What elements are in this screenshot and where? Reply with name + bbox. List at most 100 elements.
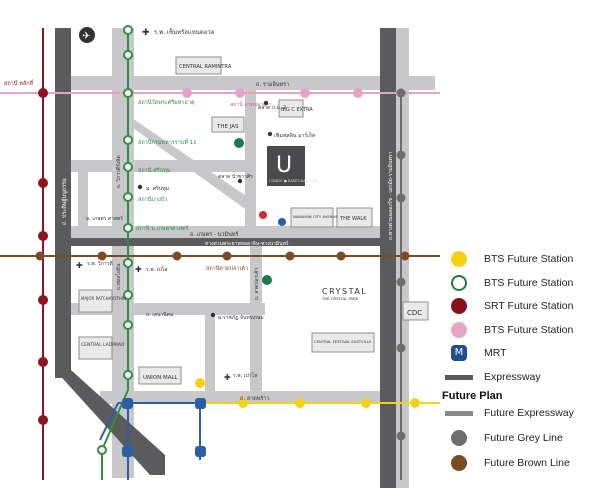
market-km2-label: ตลาด ก.ม. 2 — [258, 105, 286, 111]
srt-lat-pla-khao-label: สถานีลาดปลาเค้า — [206, 265, 248, 272]
green-station — [123, 290, 133, 300]
srt-station — [38, 231, 48, 241]
grey-stations — [396, 88, 406, 441]
bts-yellow-swatch — [440, 248, 476, 270]
legend-label: Future Brown Line — [484, 457, 570, 469]
yellow-station — [410, 398, 420, 408]
starbucks-icon — [262, 275, 272, 285]
road-ramintra — [60, 76, 435, 90]
brown-station — [222, 251, 232, 261]
green-station — [123, 25, 133, 35]
bts-sripatum-label: สถานี ศรีปทุม — [138, 167, 171, 174]
hospital-vibhavadi-label: ร.พ. วิภาวดี — [87, 260, 113, 267]
grey-station — [396, 277, 406, 287]
mrt-station — [122, 446, 133, 457]
the-jas-label: THE JAS — [216, 124, 239, 130]
the-walk-box — [336, 207, 373, 228]
cdc-label: CDC — [407, 309, 422, 317]
legend-label: Expressway — [484, 370, 541, 383]
grey-station — [396, 193, 406, 203]
crystal-sub-label: THE CRYSTAL PARK — [321, 296, 359, 301]
green-station — [123, 88, 133, 98]
road-diagonal — [122, 118, 255, 214]
big-c-label: BIG C EXTRA — [281, 107, 313, 113]
green-station — [123, 162, 133, 172]
legend-label: BTS Future Station — [484, 276, 574, 289]
hospital-icon: ✚ — [142, 28, 150, 38]
hospital-icon: ✚ — [135, 265, 142, 274]
srt-stations — [38, 88, 48, 425]
green-station — [123, 192, 133, 202]
cdc-box — [402, 301, 429, 321]
road-vibhavadi-label: ถ. วิภาวดีรังสิต — [115, 155, 122, 188]
brown-station — [285, 251, 295, 261]
expressway-left-diag — [55, 370, 165, 475]
u-condo-box — [267, 146, 305, 186]
green-station — [123, 258, 133, 268]
green-station — [123, 320, 133, 330]
brown-station — [400, 251, 410, 261]
mrt-stations — [122, 398, 206, 457]
yellow-station — [361, 398, 371, 408]
bts-kaset-label: สถานี ม.เกษตรศาสตร์ — [136, 225, 189, 232]
green-station — [123, 370, 133, 380]
bts-green-line — [101, 28, 129, 480]
srt-station — [38, 295, 48, 305]
expressway-label: ทางด่วนพระยาพหลยาธิน-ทางนวมินทร์ — [205, 240, 289, 247]
mrt-swatch: M — [440, 342, 476, 364]
srt-laksi-label: สถานี หลักสี่ — [4, 79, 34, 87]
point-marker — [210, 312, 216, 318]
srt-station — [38, 357, 48, 367]
bts-pink-swatch — [440, 319, 476, 341]
srt-station — [38, 178, 48, 188]
legend-item-future-brown: Future Brown Line — [440, 452, 570, 474]
legend-label: BTS Future Station — [484, 253, 574, 265]
mrt-line-left — [99, 402, 119, 441]
road-kaset-nawamin-label: ถ. เกษตร - นวมินทร์ — [190, 231, 239, 238]
legend-item-future-grey: Future Grey Line — [440, 427, 563, 449]
green-station — [123, 135, 133, 145]
nawamin-city-label: NAWAMIN CITY AVENUE — [293, 214, 338, 219]
legend-label: BTS Future Station — [484, 323, 574, 336]
brown-station — [97, 251, 107, 261]
legend-label: Future Expressway — [484, 407, 574, 419]
grey-station — [396, 343, 406, 353]
green-station — [123, 223, 133, 233]
buildings — [78, 56, 429, 385]
green-stations — [97, 25, 133, 455]
hospital-paolo2-label: ร.พ. เปาโล — [233, 372, 257, 379]
grey-station — [396, 150, 406, 160]
brown-station — [172, 251, 182, 261]
expressway-right — [380, 28, 396, 488]
expressway-swatch — [440, 366, 476, 388]
point-marker — [137, 184, 143, 190]
hospital-icon: ✚ — [76, 261, 83, 270]
pink-station — [235, 88, 245, 98]
legend-item-bts-green: BTS Future Station — [440, 272, 573, 294]
rajabhat-label: ม.ราชภัฏ จันทรเกษม — [218, 315, 264, 321]
central-festival-box — [311, 332, 375, 353]
brown-station — [35, 251, 45, 261]
kaset-univ-label: ม. เกษตร ศาสตร์ — [86, 215, 123, 222]
grey-station — [396, 88, 406, 98]
gas-station-icon — [259, 211, 267, 219]
airport-glyph: ✈ — [82, 31, 90, 42]
hospital-icons: ✚ ✚ ✚ ✚ — [76, 28, 231, 382]
future-expressway-swatch — [440, 402, 476, 424]
legend-item-expressway: Expressway — [440, 366, 541, 388]
bts-bang-bua-label: สถานีบางบัว — [138, 196, 167, 203]
pink-station — [182, 88, 192, 98]
point-marker — [263, 100, 269, 106]
starbucks-icon — [234, 138, 244, 148]
mrt-station — [195, 398, 206, 409]
expressway-h — [55, 238, 395, 246]
central-ramintra-box — [175, 56, 222, 75]
road-sena-label: ถ. เสนานิคม — [146, 311, 173, 318]
central-ladprao-label: CENTRAL LADPRAO — [81, 342, 125, 348]
road-rajabhat — [205, 310, 215, 400]
srt-station — [38, 415, 48, 425]
legend-item-bts-pink: BTS Future Station — [440, 319, 573, 341]
